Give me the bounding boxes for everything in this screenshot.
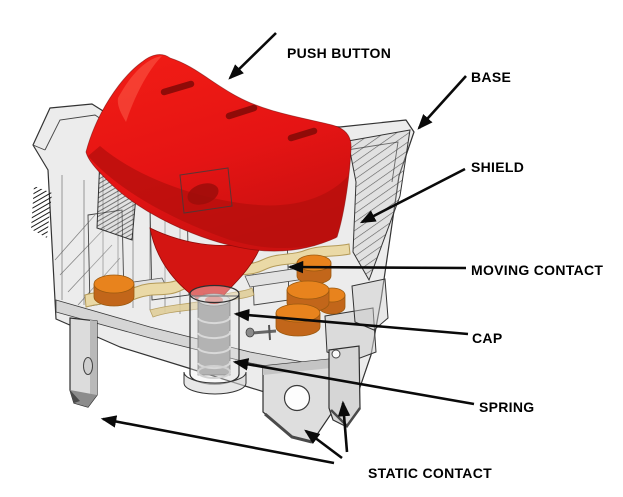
label-static-contact: STATIC CONTACT — [368, 465, 492, 481]
terminal-right-tab — [328, 345, 362, 428]
seal-hatch — [31, 186, 52, 238]
arrow-moving-contact — [287, 260, 467, 274]
arrow-static-contact-long — [100, 415, 335, 465]
arrow-static-contact-vert — [337, 400, 351, 453]
screw-detail — [245, 324, 277, 341]
terminal-left-pin — [69, 317, 98, 408]
label-push-button: PUSH BUTTON — [287, 45, 392, 61]
arrow-spring — [232, 358, 475, 406]
push-button-cap — [85, 54, 352, 252]
callout-arrows — [100, 32, 475, 465]
label-cap: CAP — [472, 330, 503, 346]
static-contact-terminals — [69, 317, 362, 444]
arrow-shield — [359, 167, 466, 224]
arrow-push-button — [228, 32, 277, 80]
cap-cylinder — [183, 284, 247, 395]
rivet-left — [93, 274, 135, 307]
label-base: BASE — [471, 69, 512, 85]
label-spring: SPRING — [479, 399, 535, 415]
spring-assembly — [183, 284, 247, 395]
arrow-cap — [233, 308, 469, 336]
arrow-static-contact-mid — [304, 429, 343, 460]
label-shield: SHIELD — [471, 159, 525, 175]
arrow-base — [417, 75, 467, 130]
button-slots — [160, 80, 318, 142]
label-moving-contact: MOVING CONTACT — [471, 262, 604, 278]
terminal-middle-tab — [262, 358, 332, 444]
spring-coil — [197, 293, 232, 379]
